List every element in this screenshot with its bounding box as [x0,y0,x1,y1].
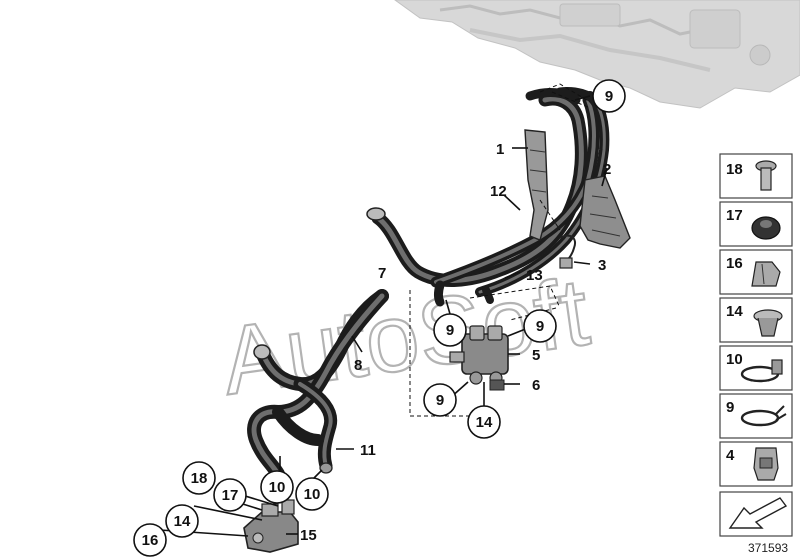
callout-18: 18 [182,461,216,495]
callout-9-b: 9 [523,309,557,343]
callout-10-a: 10 [260,470,294,504]
clip-part-3 [559,234,576,269]
panel-item-10: 10 [719,345,793,391]
label-5: 5 [532,347,540,364]
callout-17: 17 [213,478,247,512]
panel-item-17: 17 [719,201,793,247]
label-7: 7 [378,265,386,282]
bracket-part-1 [524,129,549,241]
panel-item-14: 14 [719,297,793,343]
panel-item-16: 16 [719,249,793,295]
panel-item-18: 18 [719,153,793,199]
svg-text:4: 4 [726,447,735,464]
label-3: 3 [598,257,606,274]
engine-silhouette [394,0,800,109]
label-8: 8 [354,357,362,374]
parts-panel: 18 17 16 14 10 [719,153,793,537]
svg-text:18: 18 [726,161,743,178]
label-11: 11 [360,442,376,459]
svg-text:10: 10 [304,486,321,503]
svg-text:16: 16 [142,532,159,549]
bracket-part-2 [579,175,631,249]
clip-part-6 [489,379,505,391]
svg-text:9: 9 [536,318,544,335]
callout-10-b: 10 [295,477,329,511]
svg-text:14: 14 [476,414,493,431]
panel-item-9: 9 [719,393,793,439]
label-15: 15 [300,527,317,544]
label-2: 2 [603,161,611,178]
label-13: 13 [526,267,543,284]
panel-item-4: 4 [719,441,793,487]
callout-14-low: 14 [165,504,199,538]
clip-icon [751,261,781,287]
svg-text:14: 14 [726,303,743,320]
direction-arrow-icon [728,497,788,529]
pump-part-15 [243,499,299,553]
hose-lower [247,289,389,482]
label-12: 12 [490,183,507,200]
svg-text:9: 9 [726,399,734,416]
svg-text:9: 9 [436,392,444,409]
callout-9-top: 9 [592,79,626,113]
svg-text:9: 9 [446,322,454,339]
callout-16: 16 [133,523,167,557]
svg-text:10: 10 [269,479,286,496]
svg-text:14: 14 [174,513,191,530]
svg-text:10: 10 [726,351,743,368]
svg-text:17: 17 [222,487,239,504]
label-1: 1 [496,141,504,158]
svg-text:17: 17 [726,207,743,224]
reference-number: 371593 [748,541,788,555]
callout-9-c: 9 [423,383,457,417]
panel-item-direction [719,491,793,537]
callout-14-mid: 14 [467,405,501,439]
callout-9-a: 9 [433,313,467,347]
label-6: 6 [532,377,540,394]
svg-text:9: 9 [605,88,613,105]
svg-text:16: 16 [726,255,743,272]
svg-text:18: 18 [191,470,208,487]
